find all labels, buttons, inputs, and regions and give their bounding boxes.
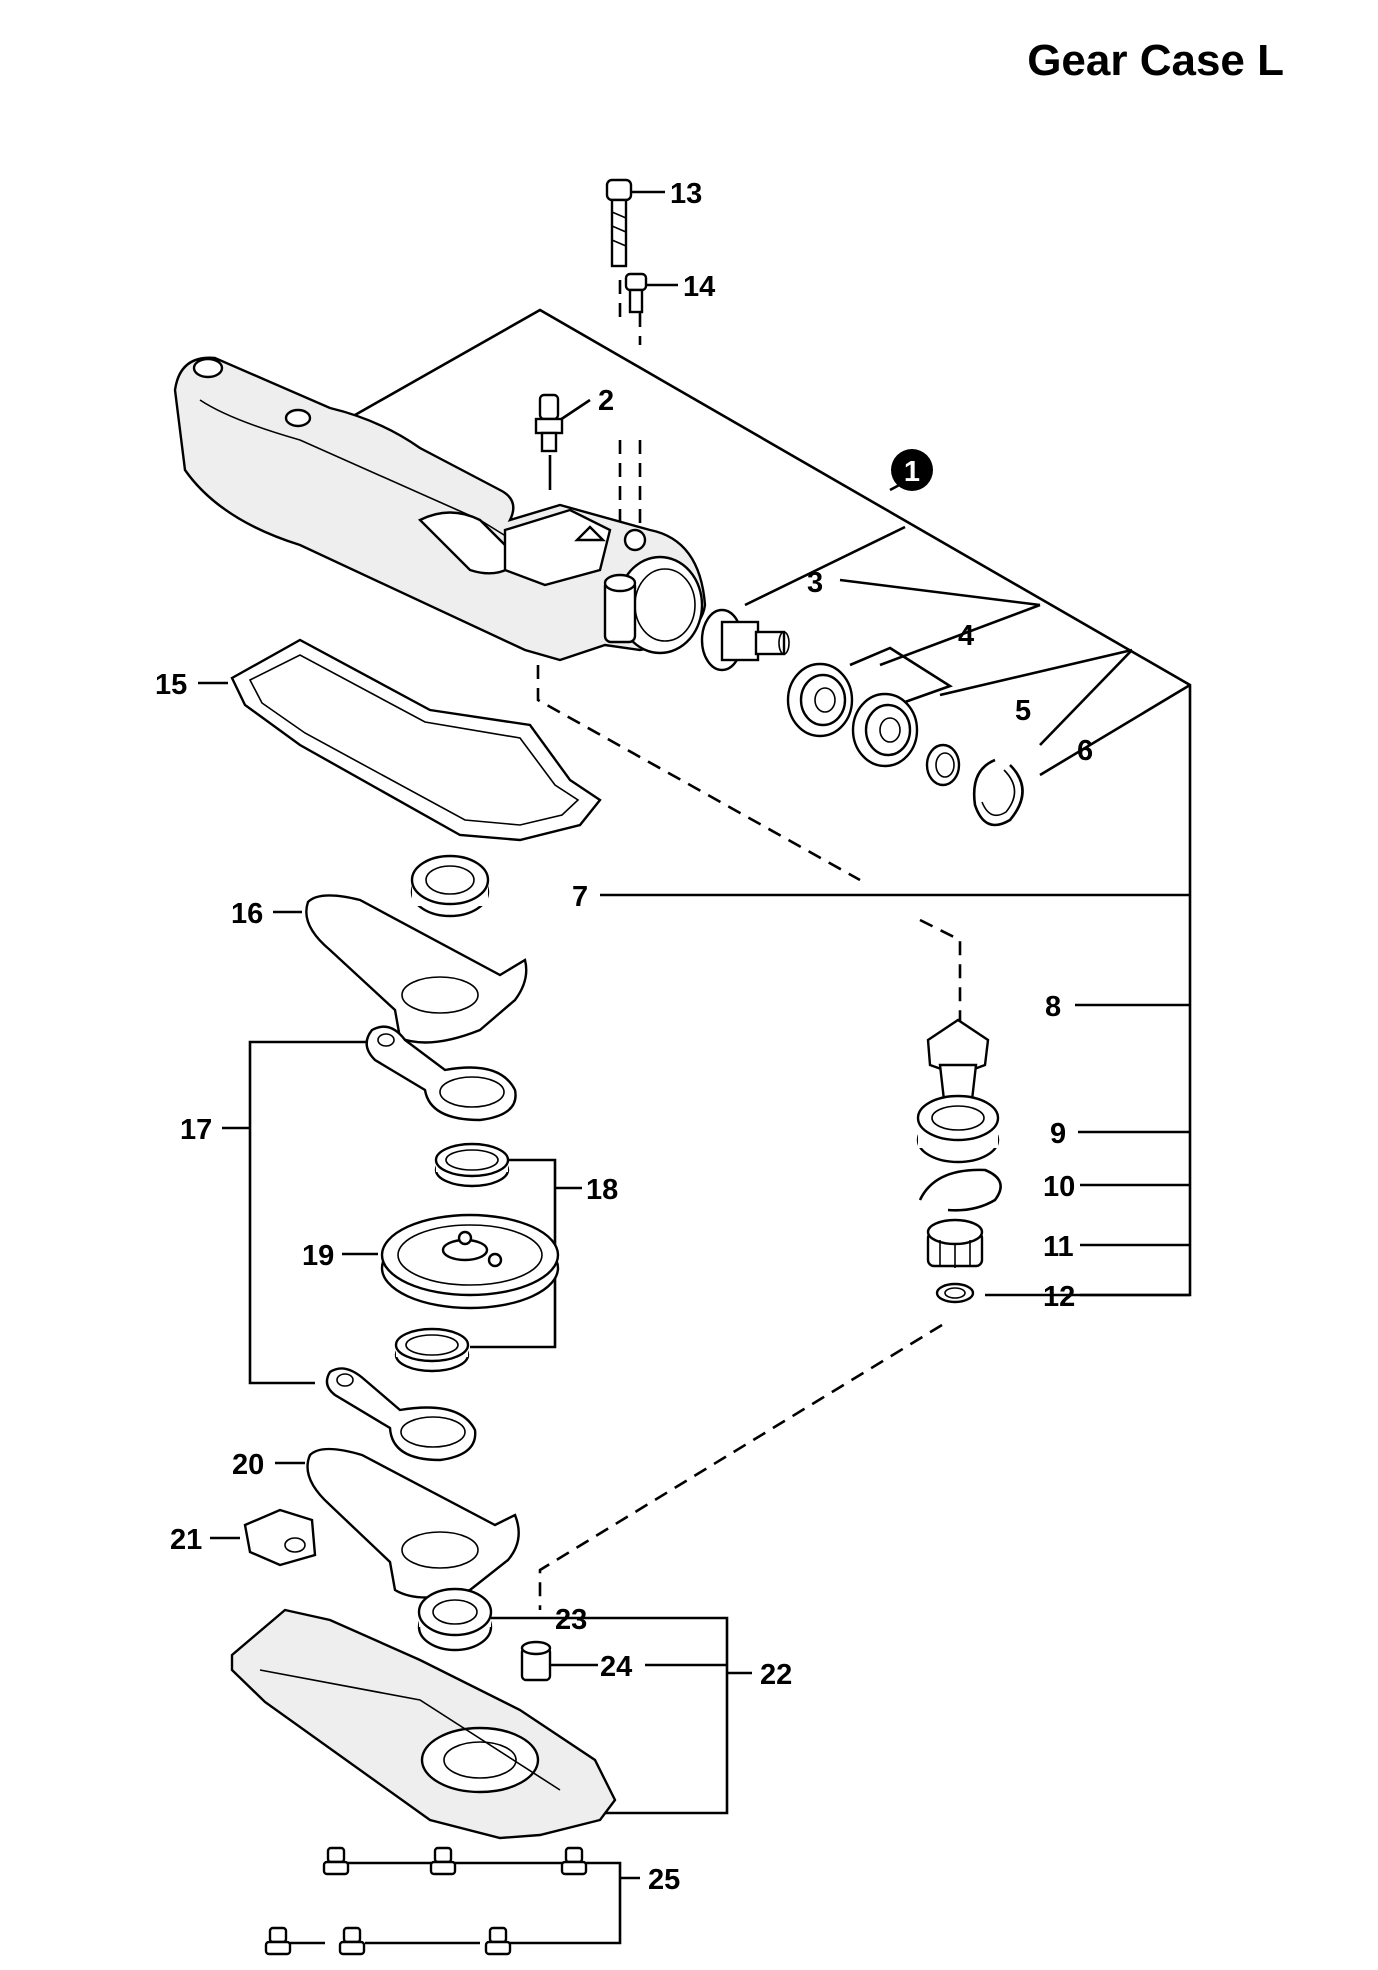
bearing-7-icon — [410, 854, 490, 918]
callout-5: 5 — [1015, 695, 1031, 727]
bearing-23-icon — [417, 1587, 493, 1652]
callout-19: 19 — [302, 1240, 334, 1272]
callout-2: 2 — [598, 385, 614, 417]
callout-9: 9 — [1050, 1118, 1066, 1150]
callout-13: 13 — [670, 178, 702, 210]
screw-25e-icon — [338, 1926, 366, 1956]
gear-cover-22-icon — [230, 1608, 617, 1840]
bearing-4b-icon — [851, 692, 919, 768]
screw-25a-icon — [322, 1846, 350, 1876]
assembly-marker-1 — [891, 449, 933, 491]
callout-20: 20 — [232, 1449, 264, 1481]
callout-7: 7 — [572, 881, 588, 913]
circlip-6-icon — [972, 758, 1024, 827]
callout-8: 8 — [1045, 991, 1061, 1023]
callout-11: 11 — [1043, 1231, 1074, 1263]
bearing-9-icon — [916, 1094, 1000, 1164]
callout-3: 3 — [807, 567, 823, 599]
callout-4: 4 — [958, 620, 974, 652]
gasket-15-icon — [230, 638, 602, 842]
callout-25: 25 — [648, 1864, 680, 1896]
callout-17: 17 — [180, 1114, 212, 1146]
leader-lines — [198, 190, 1192, 1945]
clip-21-icon — [243, 1508, 317, 1567]
pinion-shaft-icon — [700, 608, 790, 672]
pinion-gear-11-icon — [926, 1218, 984, 1268]
needle-bearing-lower-icon — [394, 1327, 470, 1373]
callout-24: 24 — [600, 1651, 632, 1683]
callout-18: 18 — [586, 1174, 618, 1206]
screw-14-icon — [624, 272, 648, 314]
callout-6: 6 — [1077, 735, 1093, 767]
callout-21: 21 — [170, 1524, 202, 1556]
callout-1: 1 — [904, 456, 920, 488]
screw-25f-icon — [484, 1926, 512, 1956]
screw-25c-icon — [560, 1846, 588, 1876]
callout-12: 12 — [1043, 1281, 1075, 1313]
needle-bearing-upper-icon — [434, 1142, 510, 1188]
plate-16-icon — [305, 894, 528, 1044]
page-title: Gear Case L — [1027, 36, 1284, 85]
circlip-10-icon — [918, 1168, 1002, 1212]
needle-bush-24-icon — [520, 1640, 552, 1682]
connecting-rod-lower-icon — [325, 1367, 477, 1462]
screw-25b-icon — [429, 1846, 457, 1876]
grease-nipple-icon — [534, 393, 564, 453]
callout-16: 16 — [231, 898, 263, 930]
callout-15: 15 — [155, 669, 187, 701]
callout-23: 23 — [555, 1604, 587, 1636]
washer-12-icon — [935, 1282, 975, 1304]
callout-10: 10 — [1043, 1171, 1075, 1203]
plate-20-icon — [306, 1447, 520, 1599]
callout-labels: 1 2 3 4 5 6 7 8 9 10 11 12 13 14 15 16 1… — [155, 178, 1093, 1896]
callout-22: 22 — [760, 1659, 792, 1691]
ring-5-icon — [925, 743, 961, 787]
callout-14: 14 — [683, 271, 715, 303]
bearing-4a-icon — [786, 662, 854, 738]
screw-25d-icon — [264, 1926, 292, 1956]
screw-13-icon — [605, 178, 633, 268]
gear-case-housing — [173, 356, 707, 662]
gear-wheel-19-icon — [380, 1213, 560, 1310]
connecting-rod-upper-icon — [365, 1025, 517, 1122]
